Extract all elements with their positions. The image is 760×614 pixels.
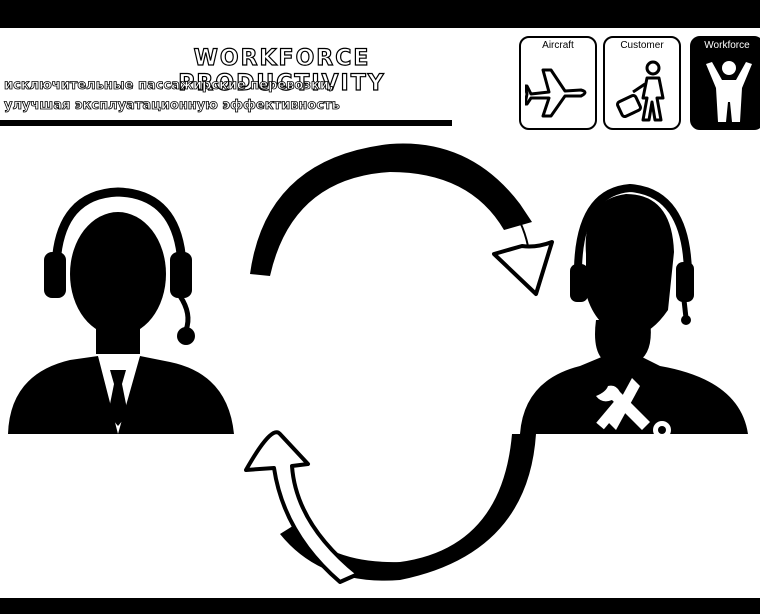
subtitle-line-2: улучшая эксплуатационную эффективность (4, 98, 341, 114)
traveler-icon (616, 60, 665, 122)
header-underline (0, 120, 452, 126)
header: WORKFORCE PRODUCTIVITY исключительные па… (0, 28, 760, 134)
technician-agent-icon (520, 183, 748, 439)
tab-aircraft-label: Aircraft (542, 40, 574, 51)
call-center-agent-icon (8, 187, 234, 434)
top-border-bar (0, 0, 760, 28)
bottom-curved-arrow (244, 430, 536, 584)
tab-workforce-label: Workforce (704, 40, 750, 51)
tab-workforce[interactable]: Workforce (690, 36, 760, 130)
tab-customer-label: Customer (620, 40, 664, 51)
support-cycle-illustration (8, 143, 748, 584)
airplane-icon (525, 68, 587, 118)
page-title: WORKFORCE PRODUCTIVITY (178, 45, 386, 96)
bottom-border-bar (0, 598, 760, 614)
tab-customer[interactable]: Customer (603, 36, 681, 130)
subtitle-line-1: исключительные пассажирские перевозки, (4, 78, 335, 94)
tab-aircraft[interactable]: Aircraft (519, 36, 597, 130)
tools-icon (596, 378, 671, 439)
top-curved-arrow (250, 143, 554, 296)
person-arms-up-icon (706, 61, 752, 122)
